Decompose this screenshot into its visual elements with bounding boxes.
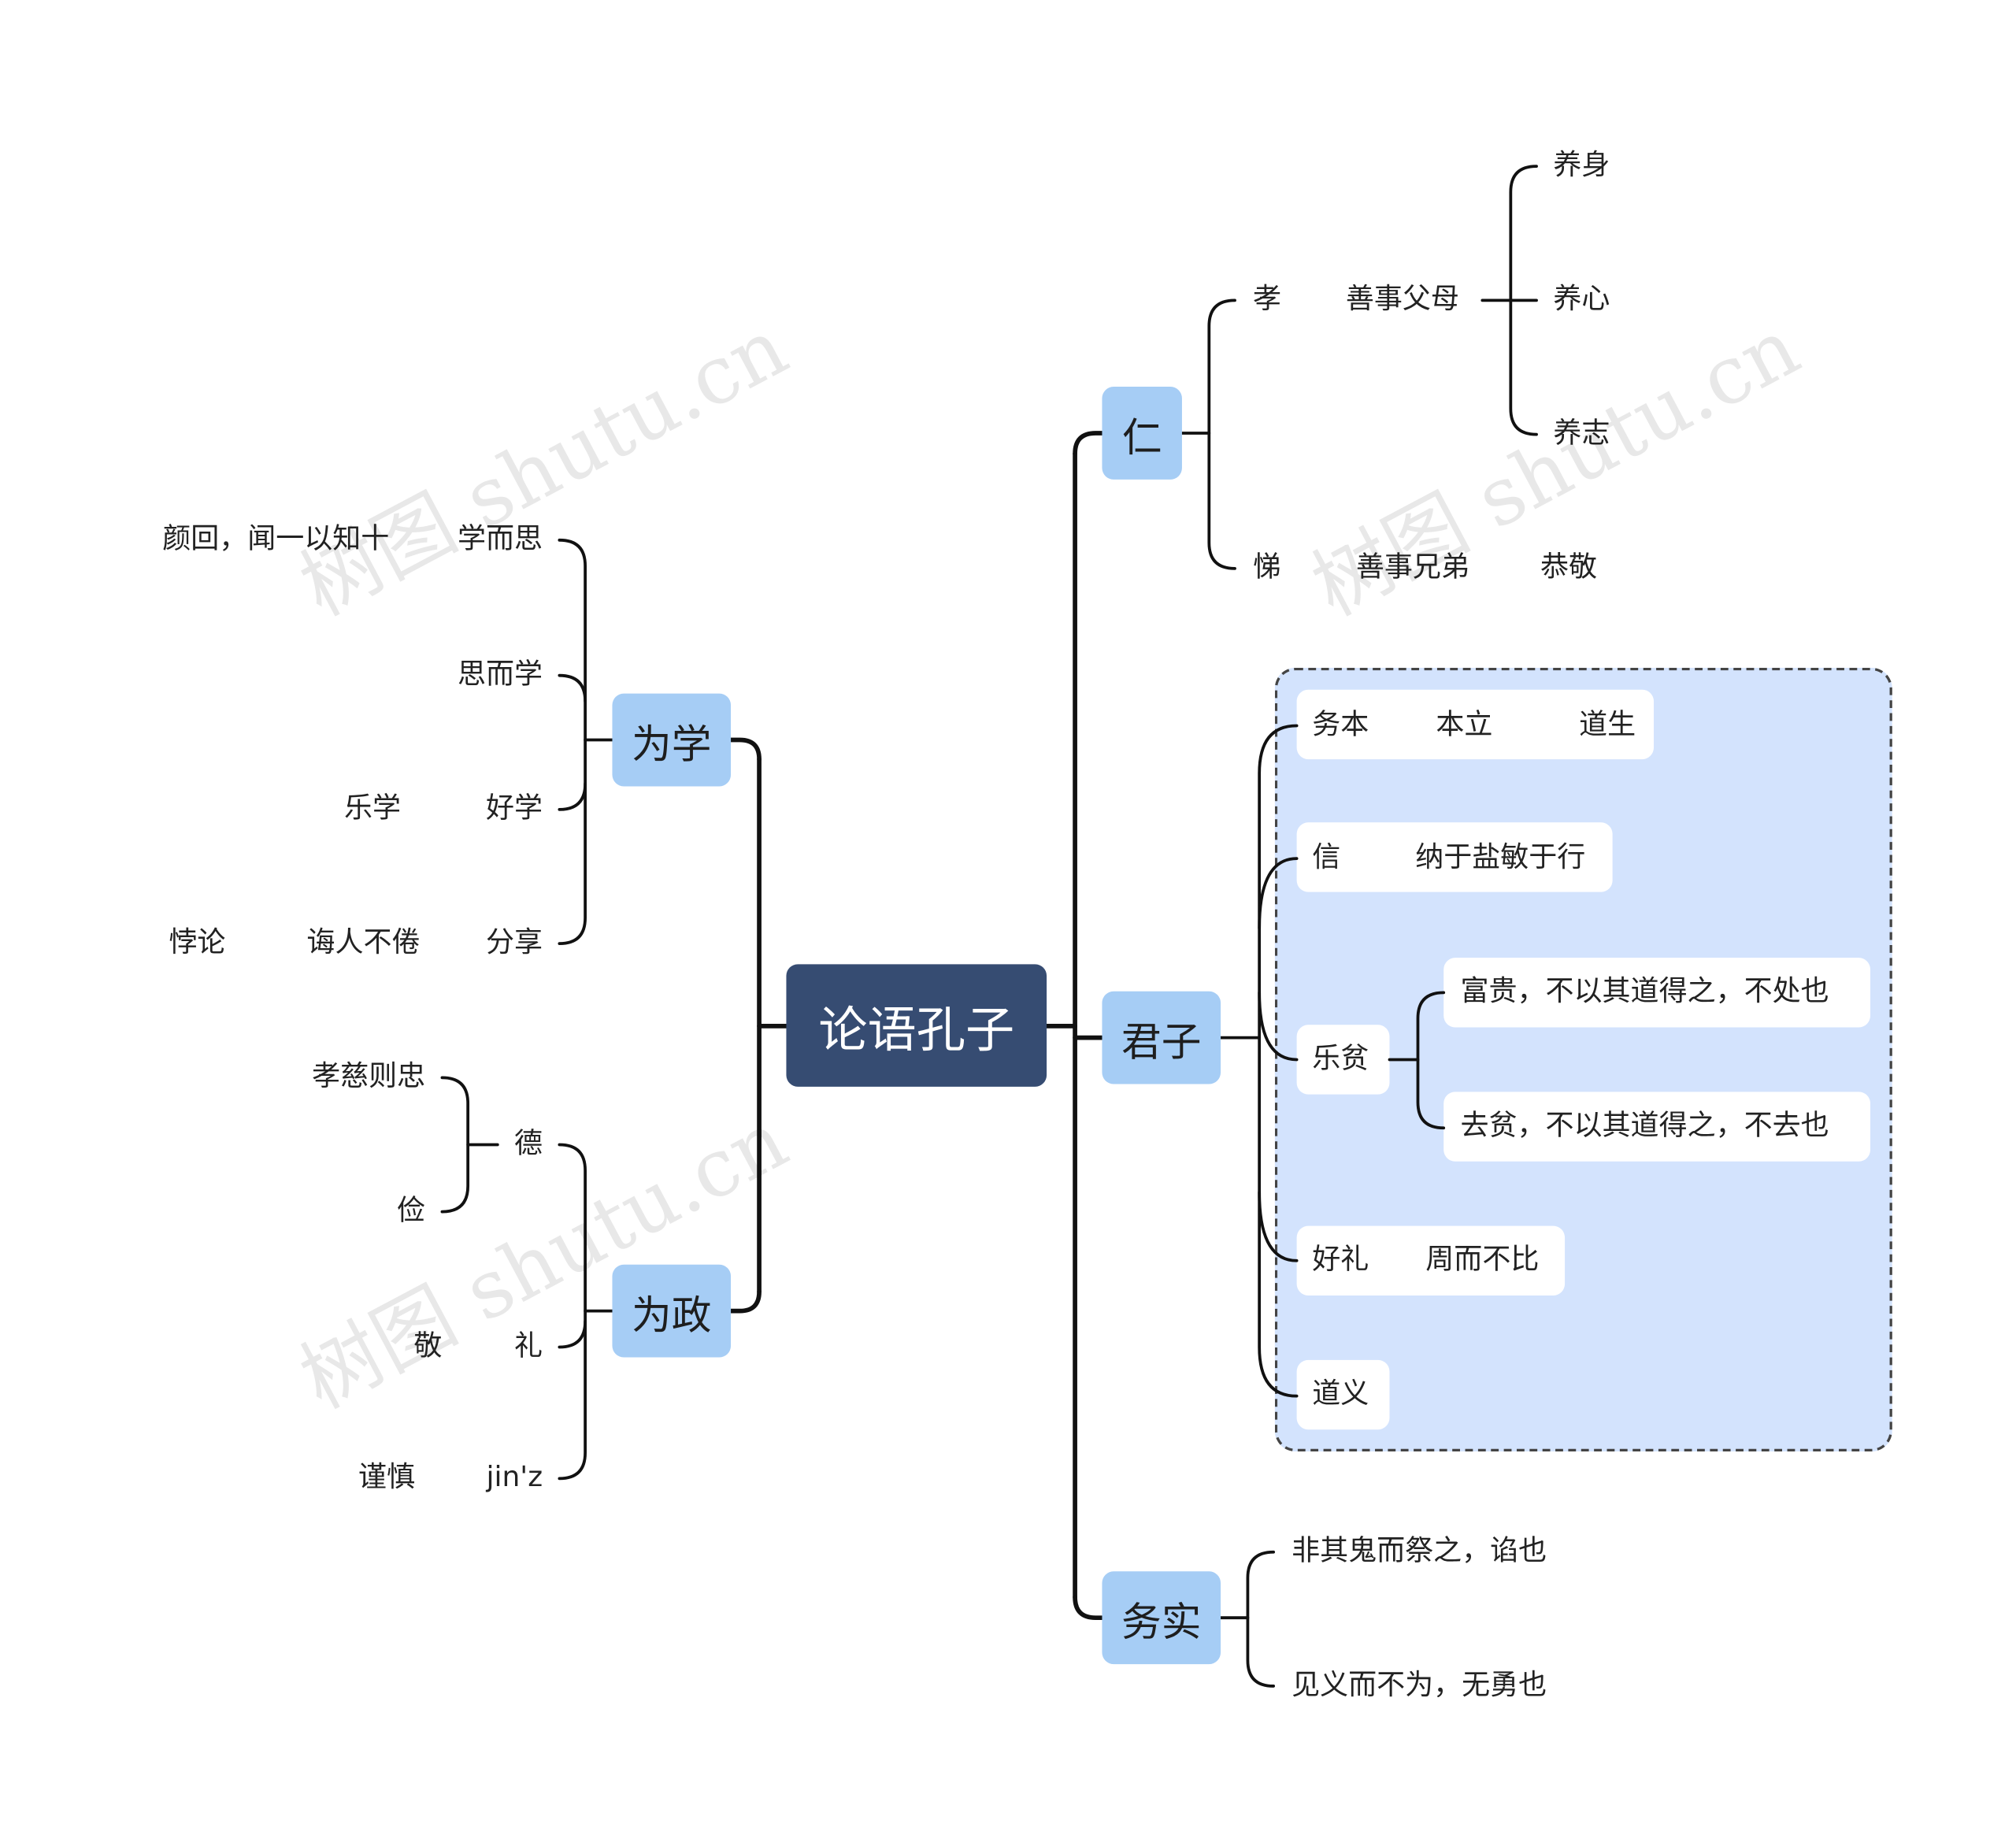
node-weizheng[interactable]: 为政 [612,1264,732,1358]
card-haoli [1296,1225,1566,1296]
node-wushi[interactable]: 务实 [1102,1571,1221,1665]
junzi-lepin[interactable]: 乐贫 [1312,1043,1369,1076]
weixue-siexue[interactable]: 思而学 [458,658,543,691]
wushi-item[interactable]: 见义而不为，无勇也 [1292,1669,1547,1702]
ren-xiao-detail[interactable]: 善事父母 [1345,284,1459,317]
junzi-daoyi[interactable]: 道义 [1312,1377,1369,1410]
junzi-wuben-b[interactable]: 道生 [1579,709,1636,742]
junzi-lepin-item[interactable]: 富贵，不以其道得之，不处也 [1460,976,1829,1008]
ren-xiao-item[interactable]: 养心 [1553,284,1610,317]
ren-ti-extra[interactable]: 恭敬 [1540,551,1598,584]
weixue-fenxiang[interactable]: 分享 [486,926,543,959]
weixue-haoxue-detail[interactable]: 乐学 [344,792,402,825]
root-node[interactable]: 论语孔子 [786,964,1047,1087]
weizheng-li-detail[interactable]: 敬 [413,1330,443,1363]
node-weixue[interactable]: 为学 [612,693,732,787]
ren-ti-detail[interactable]: 善事兄弟 [1355,551,1469,584]
junzi-xin[interactable]: 信 [1312,841,1341,874]
wushi-item[interactable]: 非其鬼而祭之，谄也 [1292,1535,1547,1568]
junzi-haoli-detail[interactable]: 周而不比 [1425,1244,1540,1277]
weizheng-de-item[interactable]: 孝慈则忠 [312,1061,426,1094]
junzi-haoli[interactable]: 好礼 [1312,1244,1369,1277]
weizheng-jinz[interactable]: jin'z [486,1462,543,1495]
card-daoyi [1296,1359,1390,1430]
weizheng-de[interactable]: 德 [514,1128,543,1161]
weizheng-de-item[interactable]: 俭 [397,1195,426,1228]
card-wuben [1296,689,1655,760]
weizheng-li[interactable]: 礼 [514,1330,543,1363]
ren-xiao[interactable]: 孝 [1252,284,1282,317]
node-ren[interactable]: 仁 [1102,387,1182,480]
junzi-lepin-item[interactable]: 去贫，不以其道得之，不去也 [1460,1110,1829,1143]
weizheng-jinz-detail[interactable]: 谨慎 [358,1462,416,1495]
weixue-fenxiang-extra[interactable]: 悖论 [169,926,226,959]
ren-xiao-item[interactable]: 养志 [1553,417,1610,450]
ren-xiao-item[interactable]: 养身 [1553,149,1610,182]
ren-ti[interactable]: 悌 [1252,551,1282,584]
card-fugui [1443,958,1870,1028]
card-xin [1296,822,1613,892]
weixue-fenxiang-detail[interactable]: 诲人不倦 [306,926,421,959]
card-lepin [1296,1025,1390,1095]
junzi-wuben[interactable]: 务本 [1312,709,1369,742]
weixue-haoxue[interactable]: 好学 [486,792,543,825]
node-junzi[interactable]: 君子 [1102,991,1221,1084]
card-qupin [1443,1092,1870,1162]
weixue-xueersi-detail[interactable]: 颜回，闻一以知十 [162,523,390,556]
junzi-xin-detail[interactable]: 纳于盐敏于行 [1415,841,1586,874]
weixue-xueersi[interactable]: 学而思 [458,523,543,556]
junzi-wuben-a[interactable]: 本立 [1436,709,1493,742]
